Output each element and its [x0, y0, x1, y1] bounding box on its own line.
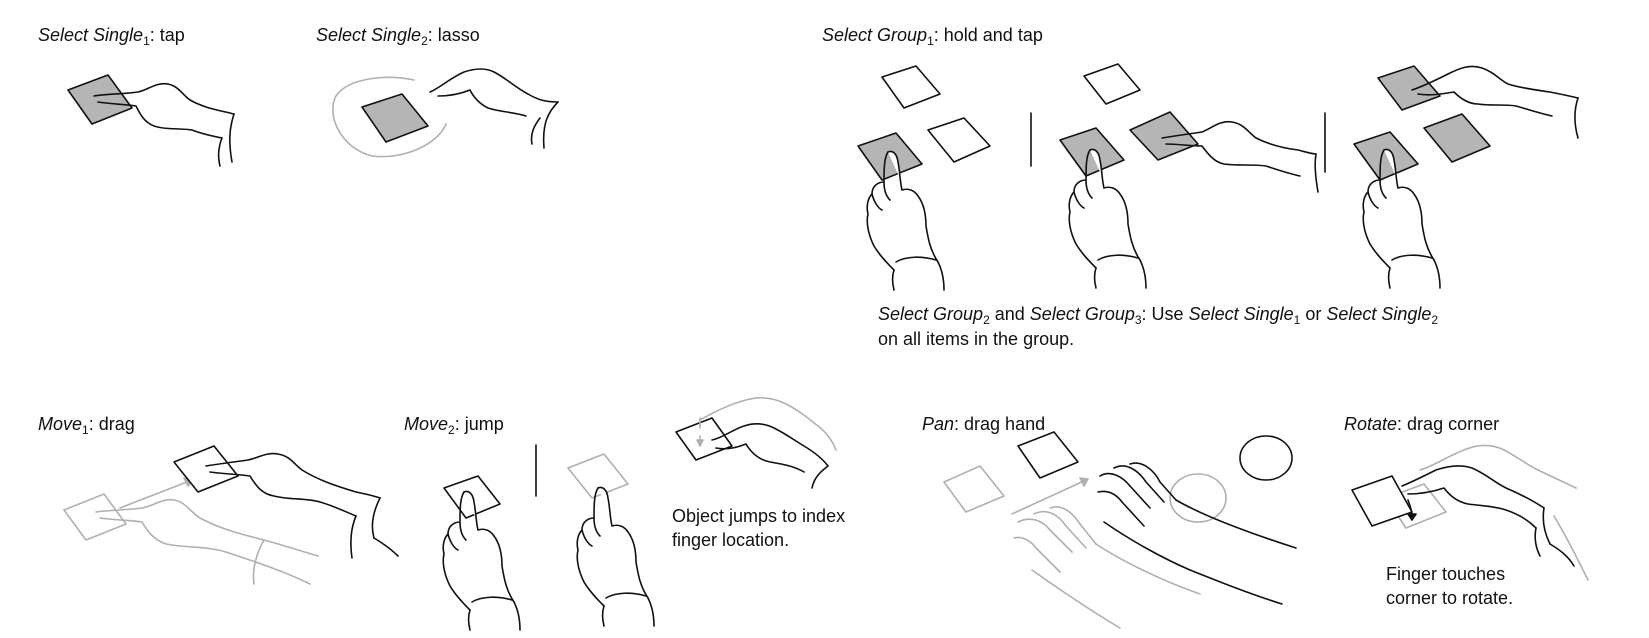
pointing-hand — [577, 487, 654, 626]
pan-arrow — [1012, 480, 1086, 514]
selected-square — [362, 94, 428, 142]
pointing-hand — [712, 424, 828, 488]
selected-square — [68, 75, 132, 124]
selected-square — [1354, 132, 1418, 180]
arrow-head — [1408, 514, 1416, 520]
rotated-square — [1352, 476, 1412, 526]
ghost-square — [568, 454, 628, 498]
pointing-hand — [430, 69, 558, 148]
jumped-square — [676, 418, 732, 460]
holding-hand — [1069, 149, 1146, 288]
ghost-square — [944, 466, 1004, 512]
unselected-square — [1084, 64, 1140, 104]
ghost-hand — [96, 500, 318, 584]
panel-pan — [944, 432, 1296, 628]
flat-hand — [1098, 463, 1296, 604]
selected-square — [1130, 112, 1198, 160]
rotating-hand — [1402, 466, 1574, 566]
panel-select-group-1 — [858, 64, 1578, 290]
panel-move-1 — [64, 446, 398, 584]
panel-move-2 — [443, 398, 836, 630]
selected-square — [1378, 66, 1440, 110]
ghost-flat-hand — [1014, 507, 1200, 628]
arrow-head — [1080, 478, 1088, 486]
moved-square — [174, 446, 238, 492]
ghost-circle — [1170, 474, 1226, 522]
ghost-square — [64, 494, 126, 540]
unselected-square — [928, 118, 990, 162]
unselected-square — [882, 66, 940, 108]
panel-rotate — [1352, 446, 1588, 581]
panel-select-single-2 — [333, 69, 558, 157]
selected-square — [858, 133, 922, 180]
circle — [1240, 436, 1292, 480]
square — [1018, 432, 1078, 478]
selected-square — [1424, 114, 1490, 162]
panel-select-single-1 — [68, 75, 234, 166]
dragging-hand — [206, 454, 398, 558]
